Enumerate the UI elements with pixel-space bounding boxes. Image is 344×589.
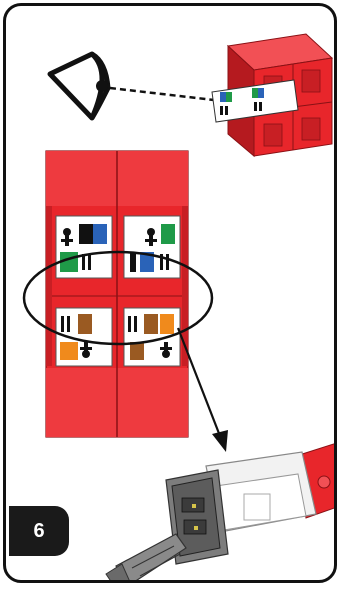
instruction-panel: 6 (3, 3, 337, 583)
step-number-badge: 6 (9, 506, 69, 556)
port-upper-left (56, 216, 112, 278)
large-housing (46, 151, 188, 437)
step-number: 6 (33, 520, 44, 543)
small-housing (212, 34, 332, 156)
port-upper-right (124, 216, 180, 278)
assembly-illustration (6, 6, 337, 583)
eye-icon (50, 54, 108, 118)
module-detail (106, 442, 337, 583)
sight-line (110, 88, 214, 100)
